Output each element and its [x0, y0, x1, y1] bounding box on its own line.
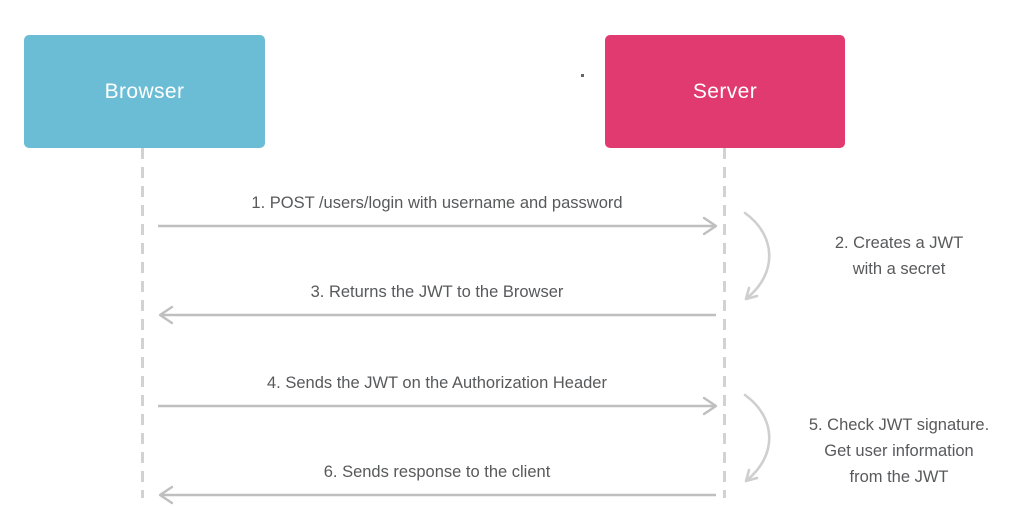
message-label-4: 4. Sends the JWT on the Authorization He…: [267, 374, 607, 392]
lifeline-server: [723, 148, 726, 498]
self-call-text-5-line-2: Get user information: [824, 442, 974, 460]
actor-label-browser: Browser: [104, 80, 185, 103]
message-arrow-1-right: [158, 216, 718, 236]
self-call-text-2-line-2: with a secret: [852, 260, 946, 278]
message-row-4: 4. Sends the JWT on the Authorization He…: [0, 372, 1024, 418]
message-row-6: 6. Sends response to the client: [0, 461, 1024, 507]
lifeline-browser: [141, 148, 144, 498]
self-call-5: 5. Check JWT signature. Get user informa…: [737, 390, 1021, 490]
self-call-text-5-line-3: from the JWT: [849, 468, 949, 486]
self-call-text-2: 2. Creates a JWT with a secret: [783, 230, 1015, 282]
message-arrow-6-left: [158, 485, 716, 505]
self-call-text-2-line-1: 2. Creates a JWT: [834, 234, 964, 252]
self-call-2: 2. Creates a JWT with a secret: [737, 208, 1017, 308]
message-row-1: 1. POST /users/login with username and p…: [0, 192, 1024, 238]
actor-box-browser: Browser: [24, 35, 265, 148]
self-call-arrow-2: [743, 211, 771, 301]
self-call-text-5: 5. Check JWT signature. Get user informa…: [783, 412, 1015, 490]
message-label-6: 6. Sends response to the client: [323, 463, 551, 481]
message-label-3: 3. Returns the JWT to the Browser: [310, 283, 564, 301]
message-arrow-3-left: [158, 305, 716, 325]
self-call-text-5-line-1: 5. Check JWT signature.: [808, 416, 990, 434]
actor-label-server: Server: [692, 80, 758, 103]
self-call-arrow-5: [743, 393, 771, 483]
message-arrow-4-right: [158, 396, 718, 416]
stray-pixel-artifact: [581, 74, 584, 77]
message-label-1: 1. POST /users/login with username and p…: [251, 194, 623, 212]
actor-box-server: Server: [605, 35, 845, 148]
message-row-3: 3. Returns the JWT to the Browser: [0, 281, 1024, 327]
